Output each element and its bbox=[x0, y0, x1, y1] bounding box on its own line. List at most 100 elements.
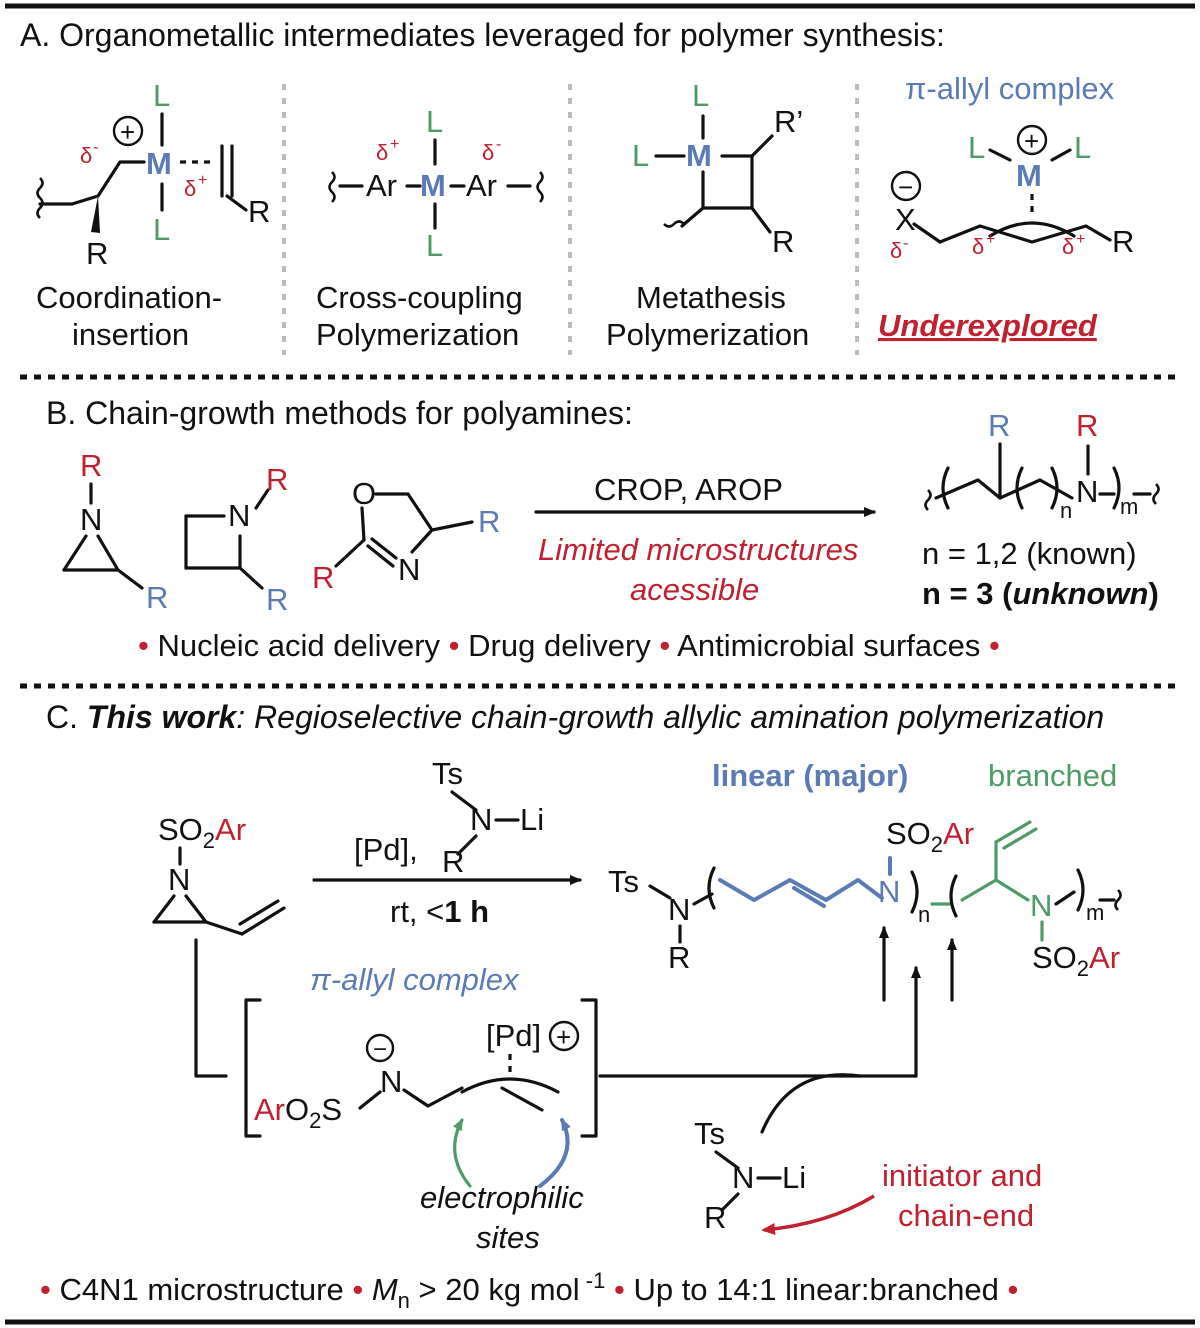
svg-text:L: L bbox=[426, 104, 443, 139]
coordination-insertion-structure: L + M L δ - R δ + R bbox=[36, 78, 270, 271]
section-c-heading: C. This work: Regioselective chain-growt… bbox=[46, 699, 1104, 735]
initiator-label-2: chain-end bbox=[898, 1198, 1034, 1233]
svg-text:N: N bbox=[168, 862, 190, 897]
svg-text:R: R bbox=[86, 236, 108, 271]
svg-text:−: − bbox=[898, 172, 913, 202]
svg-text:+: + bbox=[120, 117, 135, 147]
limited-label-2: acessible bbox=[630, 572, 759, 607]
pi-allyl-structure: + L L M − X R δ - δ + δ + bbox=[890, 124, 1134, 263]
cross-coupling-structure: L Ar M Ar δ + δ - L bbox=[328, 104, 544, 263]
electrophilic-label-1: electrophilic bbox=[420, 1180, 584, 1215]
svg-text:δ: δ bbox=[1062, 234, 1074, 259]
oxazoline-structure: O N R R bbox=[312, 476, 500, 595]
svg-text:δ: δ bbox=[376, 140, 388, 165]
conditions-label: rt, <1 h bbox=[390, 894, 489, 929]
svg-text:+: + bbox=[556, 1022, 571, 1052]
aziridine-structure: R N R bbox=[62, 448, 168, 615]
monomer-connector bbox=[194, 938, 228, 1078]
svg-text:Ts: Ts bbox=[432, 756, 463, 791]
svg-text:R: R bbox=[248, 194, 270, 229]
svg-text:m: m bbox=[1120, 494, 1138, 519]
electrophilic-label-2: sites bbox=[476, 1220, 540, 1255]
svg-text:L: L bbox=[153, 78, 170, 113]
svg-text:M: M bbox=[686, 138, 712, 173]
svg-text:[Pd]: [Pd] bbox=[486, 1018, 541, 1053]
electrophilic-arrow-blue bbox=[538, 1118, 571, 1188]
underexplored-label: Underexplored bbox=[878, 308, 1098, 343]
svg-text:L: L bbox=[426, 228, 443, 263]
svg-text:+: + bbox=[1076, 231, 1085, 248]
svg-text:L: L bbox=[692, 78, 709, 113]
svg-text:-: - bbox=[903, 235, 908, 252]
svg-text:SO2Ar: SO2Ar bbox=[1032, 940, 1120, 981]
section-a-heading: A. Organometallic intermediates leverage… bbox=[20, 17, 945, 53]
svg-text:R: R bbox=[1112, 224, 1134, 259]
initiator-curve bbox=[760, 1073, 862, 1134]
section-b-heading: B. Chain-growth methods for polyamines: bbox=[46, 395, 633, 431]
svg-text:N: N bbox=[1030, 888, 1052, 923]
svg-text:R: R bbox=[442, 844, 464, 879]
svg-text:δ: δ bbox=[482, 140, 494, 165]
svg-text:R: R bbox=[704, 1200, 726, 1235]
svg-text:R: R bbox=[988, 408, 1010, 443]
metathesis-label-1: Metathesis bbox=[636, 280, 786, 315]
svg-text:δ: δ bbox=[890, 238, 902, 263]
reagent-tsnlir: Ts N Li R bbox=[432, 756, 544, 879]
cross-coupling-label-1: Cross-coupling bbox=[316, 280, 523, 315]
pd-catalyst-label: [Pd], bbox=[354, 832, 418, 867]
svg-text:N: N bbox=[380, 1064, 402, 1099]
svg-text:M: M bbox=[1016, 158, 1042, 193]
svg-text:X: X bbox=[895, 202, 916, 237]
svg-text:M: M bbox=[420, 168, 446, 203]
applications-line: • Nucleic acid delivery • Drug delivery … bbox=[138, 628, 1000, 663]
svg-text:N: N bbox=[878, 874, 900, 909]
svg-text:Ts: Ts bbox=[694, 1116, 725, 1151]
svg-text:m: m bbox=[1086, 900, 1104, 925]
initiator-label-1: initiator and bbox=[882, 1158, 1042, 1193]
initiator-tsnlir: Ts N Li R bbox=[694, 1116, 806, 1235]
bracket-right bbox=[580, 998, 598, 1138]
polyamine-structure: R n N R m bbox=[924, 408, 1160, 523]
azetidine-structure: N R R bbox=[184, 462, 288, 617]
svg-text:Ar: Ar bbox=[366, 168, 397, 203]
svg-text:R: R bbox=[312, 560, 334, 595]
vinyl-aziridine-monomer: SO2Ar N bbox=[152, 812, 286, 936]
svg-text:SO2Ar: SO2Ar bbox=[886, 816, 974, 857]
svg-text:N: N bbox=[668, 892, 690, 927]
svg-text:-: - bbox=[93, 139, 98, 156]
metathesis-structure: L L M R’ R bbox=[632, 78, 803, 259]
initiator-arrow bbox=[761, 1194, 875, 1235]
svg-text:δ: δ bbox=[80, 143, 92, 168]
svg-text:R: R bbox=[80, 448, 102, 483]
svg-text:ArO2S: ArO2S bbox=[254, 1092, 342, 1133]
svg-text:N: N bbox=[1076, 474, 1098, 509]
svg-text:+: + bbox=[198, 172, 207, 189]
svg-text:O: O bbox=[352, 476, 376, 511]
svg-text:+: + bbox=[390, 136, 399, 153]
coordination-label-2: insertion bbox=[72, 317, 189, 352]
svg-text:n: n bbox=[1060, 498, 1072, 523]
svg-text:Ar: Ar bbox=[466, 168, 497, 203]
svg-text:−: − bbox=[373, 1036, 387, 1063]
limited-label-1: Limited microstructures bbox=[538, 532, 858, 567]
svg-text:N: N bbox=[470, 802, 492, 837]
crop-arop-label: CROP, AROP bbox=[594, 472, 783, 507]
metathesis-label-2: Polymerization bbox=[606, 317, 809, 352]
svg-text:R: R bbox=[1076, 408, 1098, 443]
svg-text:L: L bbox=[1074, 130, 1091, 165]
svg-text:L: L bbox=[968, 130, 985, 165]
svg-text:N: N bbox=[228, 498, 250, 533]
svg-text:δ: δ bbox=[972, 234, 984, 259]
pi-allyl-label-c: π-allyl complex bbox=[310, 962, 520, 997]
svg-text:R: R bbox=[266, 462, 288, 497]
linear-label: linear (major) bbox=[712, 758, 908, 793]
svg-text:M: M bbox=[146, 146, 172, 181]
polymer-product: Ts N R N SO2Ar n N SO2Ar m bbox=[608, 816, 1122, 981]
known-label: n = 1,2 (known) bbox=[922, 536, 1137, 571]
cross-coupling-label-2: Polymerization bbox=[316, 317, 519, 352]
svg-text:+: + bbox=[986, 231, 995, 248]
svg-text:N: N bbox=[80, 502, 102, 537]
svg-text:R: R bbox=[146, 580, 168, 615]
unknown-label: n = 3 (unknown) bbox=[922, 576, 1159, 611]
